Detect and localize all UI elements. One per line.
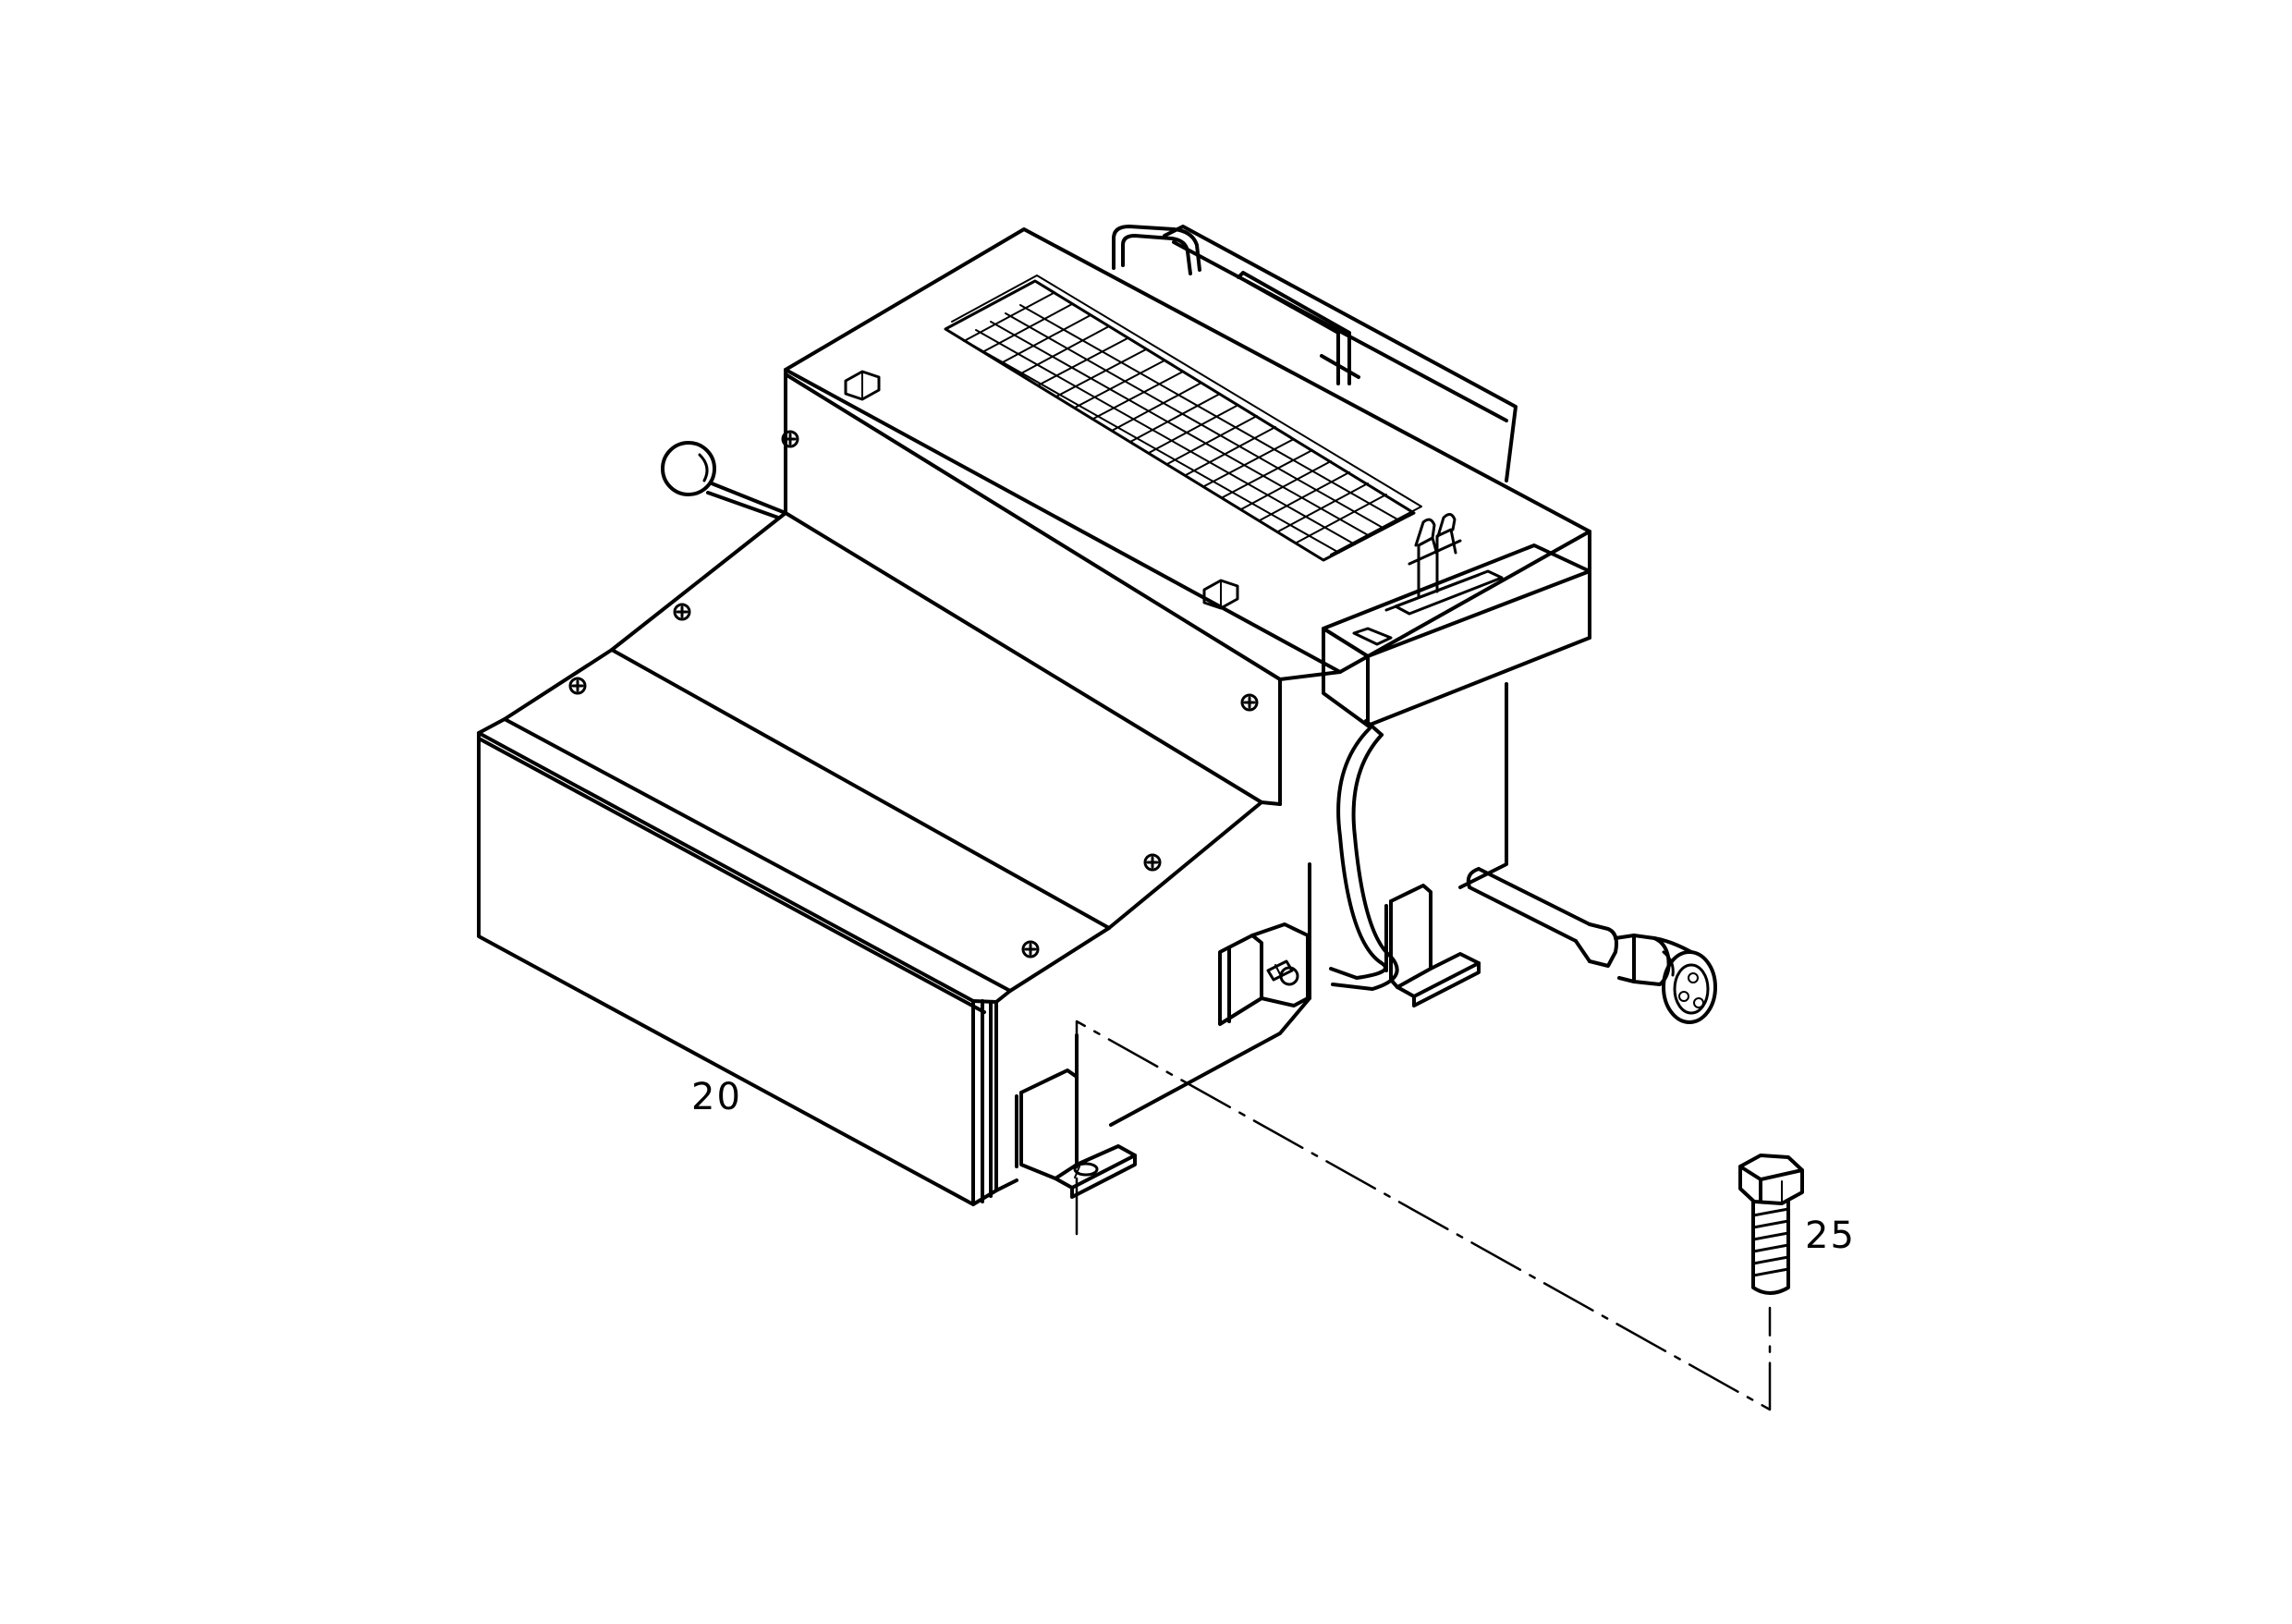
heater-housing (477, 225, 1717, 1206)
electrical-connector (1466, 867, 1717, 1024)
ramp-crease (610, 648, 1111, 930)
housing-screws (568, 370, 1259, 959)
front-box-front-face (477, 731, 975, 1206)
upper-block-front-face (1278, 670, 1342, 806)
screw-icon (781, 430, 799, 448)
front-box-side-face (971, 999, 998, 1206)
hex-bolt-icon (1738, 1154, 1804, 1295)
callout-25: 25 (1805, 1215, 1856, 1257)
hex-nut-top-left-icon (844, 370, 881, 401)
front-box-top-edge (477, 717, 1012, 1004)
ramp-left-edge (503, 511, 787, 721)
control-lever-knob (661, 441, 787, 519)
hex-nut-top-center-icon (1202, 579, 1239, 610)
callout-20: 20 (691, 1076, 742, 1118)
screw-icon (1021, 940, 1040, 959)
air-grille (944, 275, 1422, 562)
carry-handle (1112, 225, 1518, 482)
screw-icon (1240, 693, 1259, 712)
screw-icon (568, 677, 587, 695)
switch-box (1322, 513, 1591, 727)
wiring-cable (1329, 719, 1399, 991)
ramp-right-edge (1008, 800, 1263, 993)
assembly-guide-line (1075, 1020, 1772, 1411)
mounting-bracket-rear (1384, 884, 1481, 1007)
screw-icon (673, 603, 691, 621)
screw-icon (1143, 853, 1162, 872)
cable-clamp (1218, 922, 1310, 1026)
